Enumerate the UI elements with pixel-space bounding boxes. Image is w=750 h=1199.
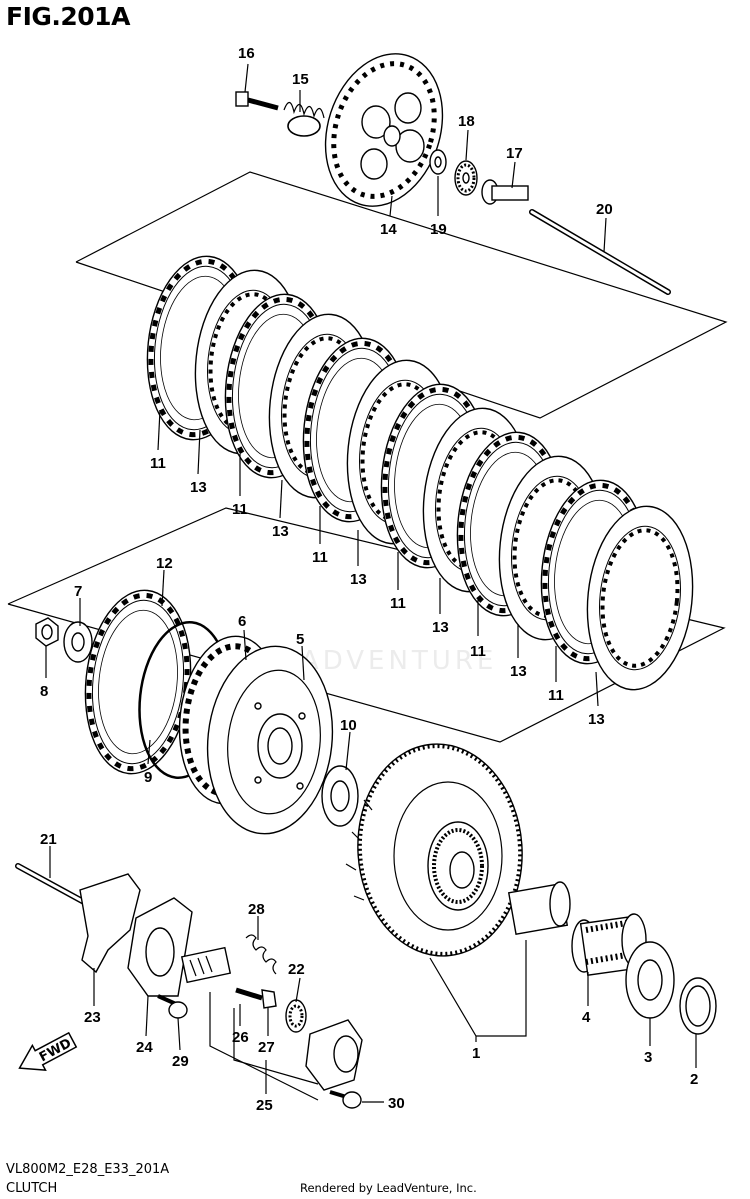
callout-11-e: 11 [470,643,486,660]
callout-4: 4 [582,1009,591,1026]
callout-7: 7 [74,583,82,600]
callout-13-c: 13 [350,571,367,588]
bearing-18-part [454,160,478,196]
parts-diagram: FWD [7,45,728,1114]
gasket-24-part [127,897,193,997]
bolt-26-part [235,987,277,1009]
callout-15: 15 [292,71,309,88]
spring-15-part [283,101,325,137]
diagram-code: VL800M2_E28_E33_201A [6,1162,170,1177]
clutch-boss-5-part [206,645,334,835]
callout-30: 30 [388,1095,405,1112]
callout-13-f: 13 [588,711,605,728]
callout-28: 28 [248,901,265,918]
callout-10: 10 [340,717,357,734]
callout-24: 24 [136,1039,153,1056]
bracket-23-part [79,873,141,974]
callout-13-b: 13 [272,523,289,540]
callout-23: 23 [84,1009,101,1026]
callout-29: 29 [172,1053,189,1070]
callout-20: 20 [596,201,613,218]
washer-10-part [321,765,359,827]
callout-27: 27 [258,1039,275,1056]
callout-11-a: 11 [150,455,166,472]
leader-lines [45,63,697,1103]
callout-11-d: 11 [390,595,406,612]
washer-7-part [63,621,93,663]
callout-17: 17 [506,145,523,162]
callout-6: 6 [238,613,246,630]
push-rod-20-part [529,209,671,295]
callout-22: 22 [288,961,305,978]
render-credit: Rendered by LeadVenture, Inc. [300,1181,477,1195]
callout-11-b: 11 [232,501,248,518]
release-arm-part [180,946,232,984]
plate-stack-upper [139,251,704,697]
callout-1: 1 [472,1045,480,1062]
clutch-housing-1-part [345,743,523,957]
callout-12: 12 [156,555,173,572]
callout-8: 8 [40,683,48,700]
spacer-part [507,881,571,936]
lower-plate-group-box [7,507,726,743]
spring-28-part [245,934,277,975]
rod-21-part [15,863,87,905]
needle-bearing-4-part [571,913,647,977]
callout-11-c: 11 [312,549,328,566]
callout-labels: 16 15 18 17 14 19 20 11 13 11 13 11 13 1… [40,45,698,1114]
callout-18: 18 [458,113,475,130]
washer-3-part [625,941,675,1019]
bolt-29-part [157,994,188,1019]
callout-25: 25 [256,1097,273,1114]
callout-13-a: 13 [190,479,207,496]
callout-5: 5 [296,631,304,648]
bearing-22-part [285,999,307,1033]
nut-8-part [35,617,59,647]
pressure-plate-part [324,53,444,207]
spacer-2-part [679,977,717,1035]
callout-3: 3 [644,1049,652,1066]
callout-19: 19 [430,221,447,238]
bolt-30-part [329,1090,362,1109]
section-title: CLUTCH [6,1181,58,1196]
push-piece-17-part [481,179,529,205]
figure-title: FIG.201A [6,2,130,31]
callout-16: 16 [238,45,255,62]
cover-25-part [305,1019,363,1091]
callout-26: 26 [232,1029,249,1046]
callout-14: 14 [380,221,397,238]
bolt-16-part [235,91,279,111]
fwd-direction-arrow: FWD [18,1031,78,1071]
callout-2: 2 [690,1071,698,1088]
callout-9: 9 [144,769,152,786]
callout-13-d: 13 [432,619,449,636]
callout-13-e: 13 [510,663,527,680]
callout-11-f: 11 [548,687,564,704]
callout-21: 21 [40,831,57,848]
